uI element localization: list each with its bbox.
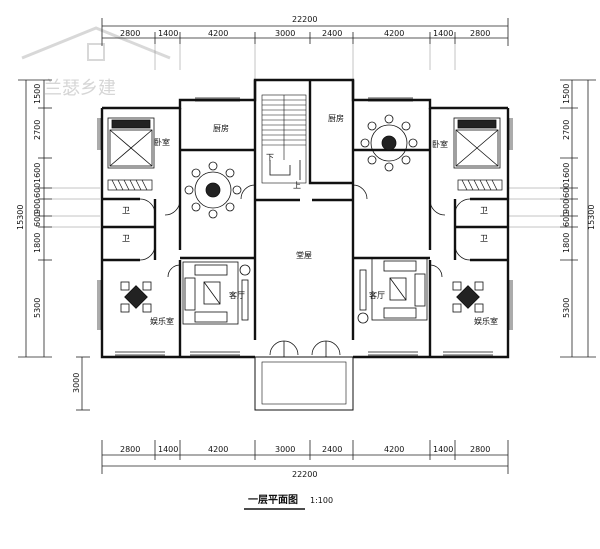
right-game-table-icon: [452, 281, 484, 313]
porch-depth-dim: 3000: [72, 373, 81, 393]
hall-label: 堂屋: [296, 250, 312, 260]
staircase: [261, 94, 307, 184]
top-dim-2: 1400: [158, 29, 178, 38]
left-dim-5: 900: [33, 199, 42, 214]
left-dimensions: [18, 79, 100, 411]
left-bed-icon: [107, 117, 155, 169]
front-porch: [254, 356, 354, 411]
right-dim-6: 600: [562, 212, 571, 227]
right-dining-table-icon: [360, 114, 418, 172]
bottom-dim-8: 2800: [470, 445, 490, 454]
walls: [100, 78, 510, 359]
right-wardrobe-icon: [457, 179, 503, 191]
top-dimensions: [101, 18, 509, 80]
right-dim-1: 1500: [562, 84, 571, 104]
right-dim-7: 1800: [562, 233, 571, 253]
bottom-dim-5: 2400: [322, 445, 342, 454]
kitchen-right-label: 厨房: [328, 113, 344, 123]
drawing-title: 一层平面图: [248, 494, 298, 506]
bath-left-upper-label: 卫: [122, 206, 130, 215]
drawing-scale: 1:100: [310, 496, 333, 505]
left-dim-3: 1600: [33, 163, 42, 183]
bottom-dim-2: 1400: [158, 445, 178, 454]
left-total-dim: 15300: [16, 205, 25, 230]
right-total-dim: 15300: [587, 205, 596, 230]
bottom-dim-3: 4200: [208, 445, 228, 454]
right-dimensions: [508, 79, 596, 358]
left-dim-7: 1800: [33, 233, 42, 253]
watermark: 兰瑟乡建: [21, 26, 171, 99]
left-dim-1: 1500: [33, 84, 42, 104]
right-dim-3: 1600: [562, 163, 571, 183]
top-dim-5: 2400: [322, 29, 342, 38]
top-dim-7: 1400: [433, 29, 453, 38]
bottom-dim-6: 4200: [384, 445, 404, 454]
left-sofa-set-icon: [182, 261, 251, 325]
top-dim-6: 4200: [384, 29, 404, 38]
living-right-label: 客厅: [369, 290, 385, 300]
bath-right-lower-label: 卫: [480, 234, 488, 243]
bath-right-upper-label: 卫: [480, 206, 488, 215]
left-dim-6: 600: [33, 212, 42, 227]
right-dim-5: 900: [562, 199, 571, 214]
top-dim-1: 2800: [120, 29, 140, 38]
left-wardrobe-icon: [107, 179, 153, 191]
kitchen-left-label: 厨房: [213, 123, 229, 133]
living-left-label: 客厅: [229, 290, 245, 300]
top-dim-8: 2800: [470, 29, 490, 38]
house-logo-icon: [21, 26, 171, 61]
recreation-left-label: 娱乐室: [150, 316, 174, 326]
doors: [139, 184, 471, 357]
bedroom-left-label: 卧室: [154, 137, 170, 147]
left-dim-8: 5300: [33, 298, 42, 318]
stair-up-label: 上: [293, 181, 301, 190]
top-dim-3: 4200: [208, 29, 228, 38]
bath-left-lower-label: 卫: [122, 234, 130, 243]
left-dining-table-icon: [184, 161, 242, 219]
bottom-dimensions: [101, 440, 509, 474]
bottom-total-dim: 22200: [292, 470, 317, 479]
left-dim-4: 600: [33, 183, 42, 198]
top-dim-4: 3000: [275, 29, 295, 38]
recreation-right-label: 娱乐室: [474, 316, 498, 326]
right-dim-2: 2700: [562, 120, 571, 140]
right-sofa-set-icon: [357, 257, 428, 324]
watermark-text: 兰瑟乡建: [44, 78, 116, 99]
windows: [97, 97, 513, 356]
top-total-dim: 22200: [292, 15, 317, 24]
bedroom-right-label: 卧室: [432, 139, 448, 149]
stair-down-label: 下: [266, 153, 274, 162]
right-dim-4: 600: [562, 183, 571, 198]
bottom-dim-4: 3000: [275, 445, 295, 454]
right-dim-8: 5300: [562, 298, 571, 318]
left-dim-2: 2700: [33, 120, 42, 140]
left-game-table-icon: [120, 281, 152, 313]
right-bed-icon: [453, 117, 501, 169]
bottom-dim-7: 1400: [433, 445, 453, 454]
bottom-dim-1: 2800: [120, 445, 140, 454]
